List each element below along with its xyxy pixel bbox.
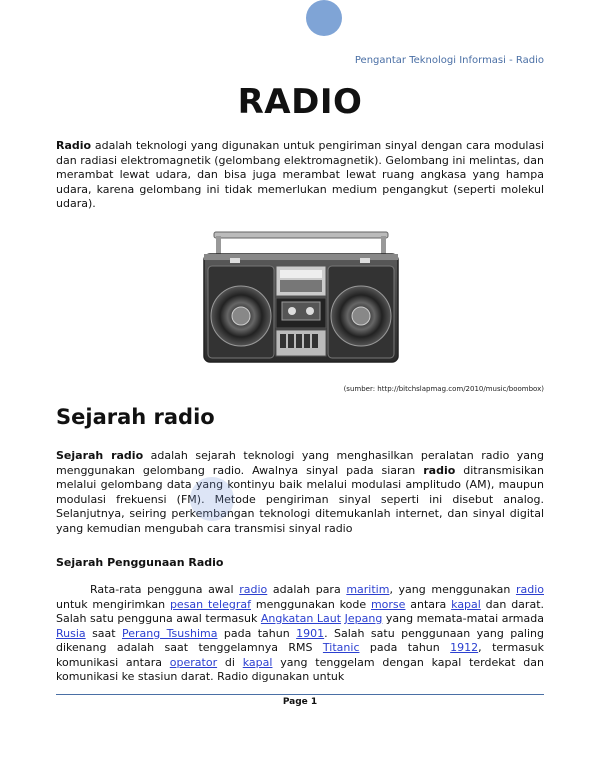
- text-fragment: dan darat. Salah satu pengguna awal term…: [56, 597, 544, 626]
- footer: Page 1: [0, 689, 600, 708]
- intro-paragraph: Radio adalah teknologi yang digunakan un…: [56, 139, 544, 212]
- watermark-circle: [190, 477, 234, 521]
- text-fragment: saat: [85, 626, 123, 640]
- link-kapal-2[interactable]: kapal: [242, 655, 273, 669]
- text-fragment: . Salah satu penggunaan yang paling dike…: [56, 626, 544, 655]
- text-fragment: menggunakan kode: [251, 597, 371, 611]
- link-titanic[interactable]: Titanic: [322, 641, 360, 654]
- sejarah-paragraph: Sejarah radio adalah sejarah teknologi y…: [56, 449, 544, 536]
- text-fragment: untuk mengirimkan: [56, 597, 170, 611]
- sejarah-text-1: adalah sejarah teknologi yang menghasilk…: [56, 449, 544, 477]
- text-fragment: pada tahun: [217, 626, 297, 640]
- text-fragment: , termasuk komunikasi antara: [56, 641, 545, 669]
- link-jepang[interactable]: Jepang: [344, 612, 383, 625]
- text-fragment: di: [217, 655, 243, 669]
- text-fragment: antara: [405, 597, 452, 611]
- footer-divider: [56, 694, 544, 695]
- section-heading-sejarah-radio: Sejarah radio: [56, 405, 215, 429]
- link-morse[interactable]: morse: [370, 597, 406, 611]
- link-operator[interactable]: operator: [169, 655, 218, 669]
- link-1912[interactable]: 1912: [450, 641, 479, 654]
- link-kapal[interactable]: kapal: [451, 597, 481, 611]
- link-radio-2[interactable]: radio: [515, 583, 544, 596]
- page-number: Page 1: [276, 697, 324, 707]
- link-pesan-telegraf[interactable]: pesan telegraf: [169, 597, 252, 611]
- link-angkatan-laut[interactable]: Angkatan Laut: [260, 612, 342, 625]
- subheading-sejarah-penggunaan: Sejarah Penggunaan Radio: [56, 556, 224, 569]
- sejarah-bold-2: radio: [423, 463, 456, 477]
- document-title: RADIO: [237, 82, 363, 122]
- link-rusia[interactable]: Rusia: [56, 626, 86, 640]
- text-fragment: yang tenggelam dengan kapal terdekat dan…: [56, 655, 544, 684]
- sejarah-text-2: ditransmisikan melalui gelombang data ya…: [56, 463, 544, 535]
- link-1901[interactable]: 1901: [296, 626, 325, 640]
- page-marker-dot: [306, 0, 342, 36]
- intro-text: adalah teknologi yang digunakan untuk pe…: [56, 139, 545, 210]
- sejarah-bold-1: Sejarah radio: [56, 449, 144, 462]
- link-radio[interactable]: radio: [239, 583, 268, 596]
- image-caption: (sumber: http://bitchslapmag.com/2010/mu…: [343, 385, 544, 393]
- penggunaan-paragraph: Rata-rata pengguna awal radio adalah par…: [56, 583, 544, 685]
- text-fragment: Rata-rata pengguna awal: [90, 583, 240, 596]
- text-fragment: adalah para: [267, 583, 347, 596]
- boombox-illustration: [203, 231, 399, 363]
- text-fragment: yang memata-matai armada: [382, 612, 544, 625]
- text-fragment: , yang menggunakan: [389, 583, 516, 596]
- link-perang-tsushima[interactable]: Perang Tsushima: [122, 626, 218, 640]
- boombox-radio-image: [200, 230, 402, 364]
- link-maritim[interactable]: maritim: [346, 583, 390, 596]
- running-header: Pengantar Teknologi Informasi - Radio: [354, 55, 544, 66]
- text-fragment: pada tahun: [359, 641, 451, 654]
- intro-bold: Radio: [56, 139, 92, 152]
